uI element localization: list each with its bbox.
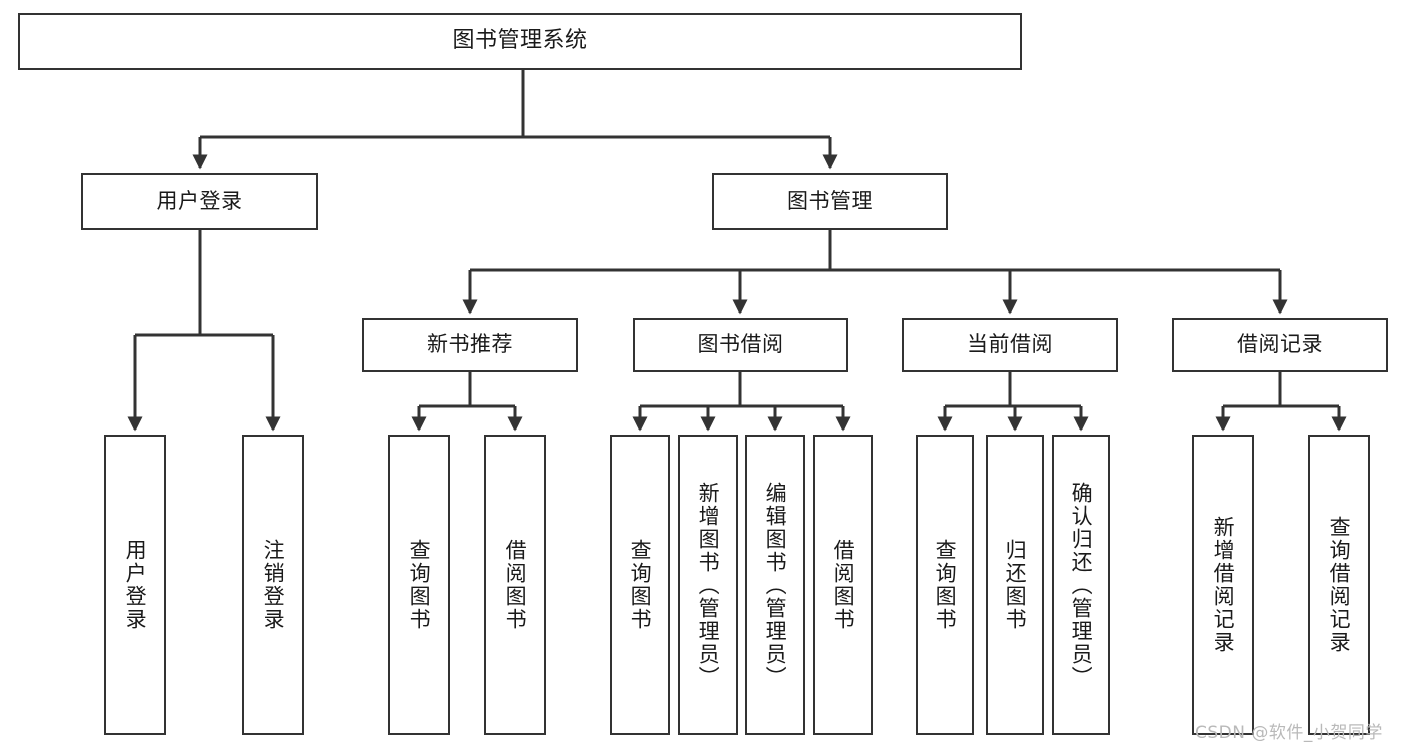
node-leaf-add-book-label: 新增图书（管理员） [696,481,721,689]
node-leaf-query-book-recommend[interactable]: 查询图书 [388,435,450,735]
node-leaf-add-book[interactable]: 新增图书（管理员） [678,435,738,735]
node-leaf-query-book-borrow-label: 查询图书 [628,539,653,631]
node-leaf-confirm-return-label: 确认归还（管理员） [1069,481,1094,689]
node-new-book-recommend[interactable]: 新书推荐 [362,318,578,372]
node-book-management[interactable]: 图书管理 [712,173,948,230]
node-leaf-query-borrow-record-label: 查询借阅记录 [1327,516,1352,654]
node-leaf-query-book-current[interactable]: 查询图书 [916,435,974,735]
node-leaf-user-login-label: 用户登录 [123,539,148,631]
csdn-watermark: CSDN @软件_小贺同学 [1195,723,1383,743]
node-new-book-recommend-label: 新书推荐 [427,332,513,357]
node-leaf-return-book-label: 归还图书 [1003,539,1028,631]
node-leaf-add-borrow-record[interactable]: 新增借阅记录 [1192,435,1254,735]
node-leaf-return-book[interactable]: 归还图书 [986,435,1044,735]
node-leaf-borrow-book[interactable]: 借阅图书 [813,435,873,735]
node-user-login-label: 用户登录 [156,188,243,213]
node-current-borrow-label: 当前借阅 [967,332,1053,357]
node-leaf-query-book-borrow[interactable]: 查询图书 [610,435,670,735]
node-current-borrow[interactable]: 当前借阅 [902,318,1118,372]
node-borrow-record-label: 借阅记录 [1237,332,1323,357]
node-leaf-user-logout[interactable]: 注销登录 [242,435,304,735]
node-leaf-user-logout-label: 注销登录 [261,539,286,631]
node-leaf-confirm-return[interactable]: 确认归还（管理员） [1052,435,1110,735]
node-leaf-user-login[interactable]: 用户登录 [104,435,166,735]
node-leaf-query-borrow-record[interactable]: 查询借阅记录 [1308,435,1370,735]
node-leaf-borrow-book-recommend-label: 借阅图书 [503,539,528,631]
node-leaf-add-borrow-record-label: 新增借阅记录 [1211,516,1236,654]
node-leaf-borrow-book-label: 借阅图书 [831,539,856,631]
node-leaf-edit-book-label: 编辑图书（管理员） [763,481,788,689]
node-root[interactable]: 图书管理系统 [18,13,1022,70]
node-book-borrow-label: 图书借阅 [697,332,784,357]
node-user-login[interactable]: 用户登录 [81,173,318,230]
node-leaf-query-book-recommend-label: 查询图书 [407,539,432,631]
node-leaf-query-book-current-label: 查询图书 [933,539,958,631]
node-root-label: 图书管理系统 [452,28,588,54]
node-book-borrow[interactable]: 图书借阅 [633,318,848,372]
node-leaf-edit-book[interactable]: 编辑图书（管理员） [745,435,805,735]
node-leaf-borrow-book-recommend[interactable]: 借阅图书 [484,435,546,735]
node-borrow-record[interactable]: 借阅记录 [1172,318,1388,372]
node-book-management-label: 图书管理 [787,188,873,213]
